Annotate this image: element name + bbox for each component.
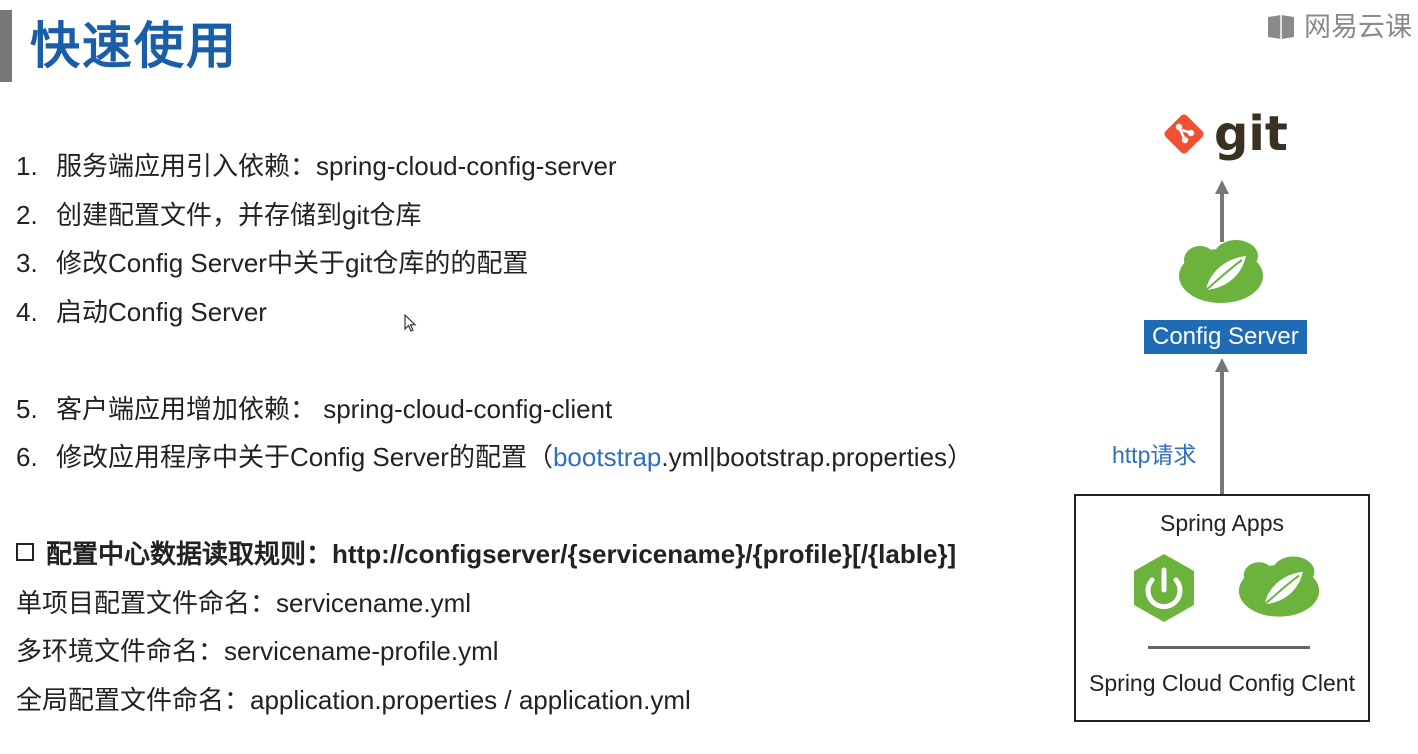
- rule-line: 全局配置文件命名：application.properties / applic…: [16, 684, 691, 715]
- mouse-cursor-icon: [404, 314, 417, 332]
- step-text-after: .yml|bootstrap.properties）: [661, 442, 974, 472]
- step-number: 2.: [16, 199, 38, 230]
- steps-list: 1. 服务端应用引入依赖：spring-cloud-config-server …: [16, 142, 973, 482]
- step-number: 4.: [16, 296, 38, 327]
- step-text: 启动Config Server: [56, 296, 267, 327]
- page-title: 快速使用: [30, 18, 238, 74]
- list-item: 5. 客户端应用增加依赖： spring-cloud-config-client: [16, 385, 973, 434]
- git-logo: git: [1160, 108, 1288, 160]
- list-item: 3. 修改Config Server中关于git仓库的的配置: [16, 239, 973, 288]
- checkbox-bullet-icon: [16, 543, 34, 561]
- list-spacer: [16, 336, 973, 385]
- brand-name: 网易云课: [1304, 12, 1412, 42]
- list-item: 4. 启动Config Server: [16, 288, 973, 337]
- step-text-before: 修改应用程序中关于Config Server的配置（: [56, 442, 553, 472]
- git-diamond-icon: [1164, 114, 1204, 154]
- http-request-label: http请求: [1112, 442, 1197, 468]
- spring-leaf-icon: [1238, 556, 1320, 617]
- step-number: 6.: [16, 442, 38, 472]
- step-text: 服务端应用引入依赖：spring-cloud-config-server: [56, 151, 617, 181]
- rules-heading: 配置中心数据读取规则：http://configserver/{servicen…: [16, 530, 956, 579]
- spring-leaf-icon: [1179, 240, 1263, 303]
- step-number: 3.: [16, 248, 38, 278]
- rule-line: 多环境文件命名：servicename-profile.yml: [16, 636, 499, 666]
- step-text: 客户端应用增加依赖： spring-cloud-config-client: [56, 393, 613, 424]
- list-item: 2. 创建配置文件，并存储到git仓库: [16, 191, 973, 240]
- spring-boot-power-icon: [1134, 554, 1194, 622]
- brand-book-icon: [1268, 15, 1294, 39]
- config-server-label: Config Server: [1144, 320, 1307, 354]
- git-label: git: [1214, 106, 1288, 162]
- spring-apps-title: Spring Apps: [1159, 510, 1285, 536]
- step-text: 修改应用程序中关于Config Server的配置（bootstrap.yml|…: [56, 433, 973, 482]
- spring-apps-box: Spring Apps Spring Cloud Config Clent: [1074, 494, 1370, 722]
- brand-logo: 网易云课: [1266, 8, 1412, 46]
- rules-heading-text: 配置中心数据读取规则：http://configserver/{servicen…: [46, 539, 957, 569]
- apps-divider: [1148, 646, 1310, 649]
- step-number: 1.: [16, 151, 38, 181]
- step-text-highlight: bootstrap: [552, 442, 662, 472]
- step-text: 修改Config Server中关于git仓库的的配置: [56, 248, 529, 278]
- rules-section: 配置中心数据读取规则：http://configserver/{servicen…: [16, 530, 956, 724]
- diagram-arrows: [1215, 180, 1229, 494]
- architecture-diagram: git Config Server http请求 Spring Apps Spr…: [1060, 80, 1390, 740]
- title-accent-bar: [0, 10, 12, 82]
- list-item: 1. 服务端应用引入依赖：spring-cloud-config-server: [16, 142, 973, 191]
- rule-line: 单项目配置文件命名：servicename.yml: [16, 587, 472, 618]
- step-number: 5.: [16, 393, 38, 424]
- step-text: 创建配置文件，并存储到git仓库: [56, 199, 422, 230]
- config-client-label: Spring Cloud Config Clent: [1089, 670, 1355, 696]
- list-item: 6. 修改应用程序中关于Config Server的配置（bootstrap.y…: [16, 433, 973, 482]
